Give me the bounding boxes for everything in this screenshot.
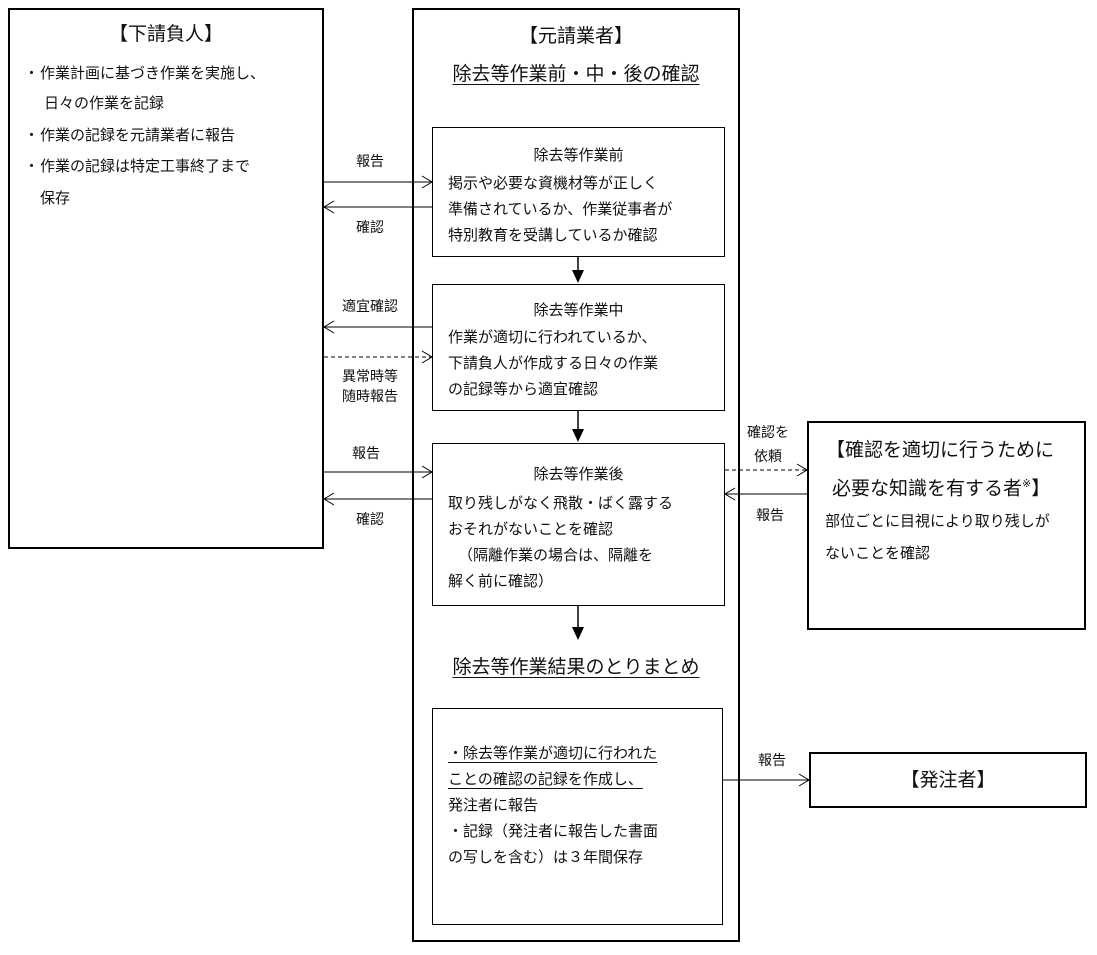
- during-work-line: 作業が適切に行われているか、: [448, 328, 657, 346]
- before-work-box: [432, 127, 725, 257]
- arrow-label-anytime-report: 随時報告: [342, 389, 398, 405]
- list-item: 作業計画に基づき作業を実施し、: [40, 64, 266, 82]
- summary-line: の写しを含む）は３年間保存: [448, 848, 644, 866]
- client-box: [809, 752, 1087, 808]
- arrow-label-report: 報告: [758, 753, 786, 769]
- expert-line: ないことを確認: [825, 544, 931, 562]
- arrow-head: [323, 200, 335, 214]
- during-work-line: の記録等から適宜確認: [448, 380, 599, 398]
- arrow-head: [421, 350, 433, 364]
- summary-box: [432, 708, 723, 925]
- prime-contractor-subtitle: 除去等作業前・中・後の確認: [452, 63, 700, 85]
- arrow-head: [323, 320, 335, 334]
- expert-title-line1: 【確認を適切に行うために: [826, 439, 1055, 461]
- during-work-heading: 除去等作業中: [533, 301, 624, 319]
- note-mark: ※: [1022, 477, 1032, 490]
- after-work-line: （隔離作業の場合は、隔離を: [458, 546, 654, 564]
- before-work-heading: 除去等作業前: [533, 146, 624, 164]
- arrow-label-confirm: 確認: [356, 512, 384, 528]
- arrow-label-report: 報告: [756, 508, 784, 524]
- list-item: 日々の作業を記録: [44, 94, 165, 112]
- after-work-line: 取り残しがなく飛散・ばく露する: [448, 494, 674, 512]
- after-work-line: おそれがないことを確認: [448, 520, 614, 538]
- list-item: 作業の記録は特定工事終了まで: [40, 157, 251, 175]
- list-bullet: ・: [24, 64, 40, 82]
- before-work-line: 準備されているか、作業従事者が: [448, 200, 673, 218]
- arrow-head: [421, 465, 433, 479]
- list-bullet: ・: [24, 157, 40, 175]
- list-bullet: ・: [24, 126, 40, 144]
- summary-line: ・除去等作業が適切に行われた: [448, 744, 658, 762]
- during-work-line: 下請負人が作成する日々の作業: [448, 354, 659, 372]
- list-item: 作業の記録を元請業者に報告: [40, 126, 236, 144]
- prime-contractor-title: 【元請業者】: [518, 25, 633, 47]
- arrow-head: [798, 773, 810, 787]
- arrow-head: [724, 487, 736, 501]
- before-work-line: 特別教育を受講しているか確認: [448, 226, 658, 244]
- arrow-label-confirm: 確認: [356, 220, 384, 236]
- subcontractor-box: [8, 8, 324, 549]
- flow-arrowhead: [572, 429, 584, 442]
- client-title: 【発注者】: [900, 769, 996, 791]
- summary-title: 除去等作業結果のとりまとめ: [452, 656, 700, 678]
- summary-line: 発注者に報告: [448, 796, 539, 814]
- flow-arrowhead: [572, 270, 584, 283]
- after-work-line: 解く前に確認）: [448, 572, 554, 590]
- flow-arrowhead: [572, 627, 584, 640]
- arrow-head: [421, 175, 433, 189]
- arrow-label-report: 報告: [356, 154, 384, 170]
- arrow-label-timely-confirm: 適宜確認: [342, 299, 398, 315]
- arrow-label-abnormal: 異常時等: [342, 369, 398, 385]
- expert-box: [807, 421, 1086, 630]
- arrow-label-request: 依頼: [754, 449, 782, 465]
- before-work-line: 掲示や必要な資機材等が正しく: [448, 174, 659, 192]
- summary-line: ・記録（発注者に報告した書面: [448, 822, 659, 840]
- after-work-heading: 除去等作業後: [533, 465, 624, 483]
- list-item: 保存: [40, 189, 71, 207]
- expert-line: 部位ごとに目視により取り残しが: [825, 512, 1050, 530]
- arrow-label-report: 報告: [352, 446, 380, 462]
- after-work-box: [432, 443, 725, 606]
- arrow-head: [796, 463, 808, 477]
- subcontractor-title: 【下請負人】: [108, 23, 223, 45]
- arrow-head: [323, 492, 335, 506]
- expert-title-line2: 必要な知識を有する者※】: [832, 477, 1051, 500]
- summary-line: ことの確認の記録を作成し、: [448, 770, 643, 788]
- during-work-box: [432, 284, 725, 411]
- arrow-label-request: 確認を: [747, 425, 789, 441]
